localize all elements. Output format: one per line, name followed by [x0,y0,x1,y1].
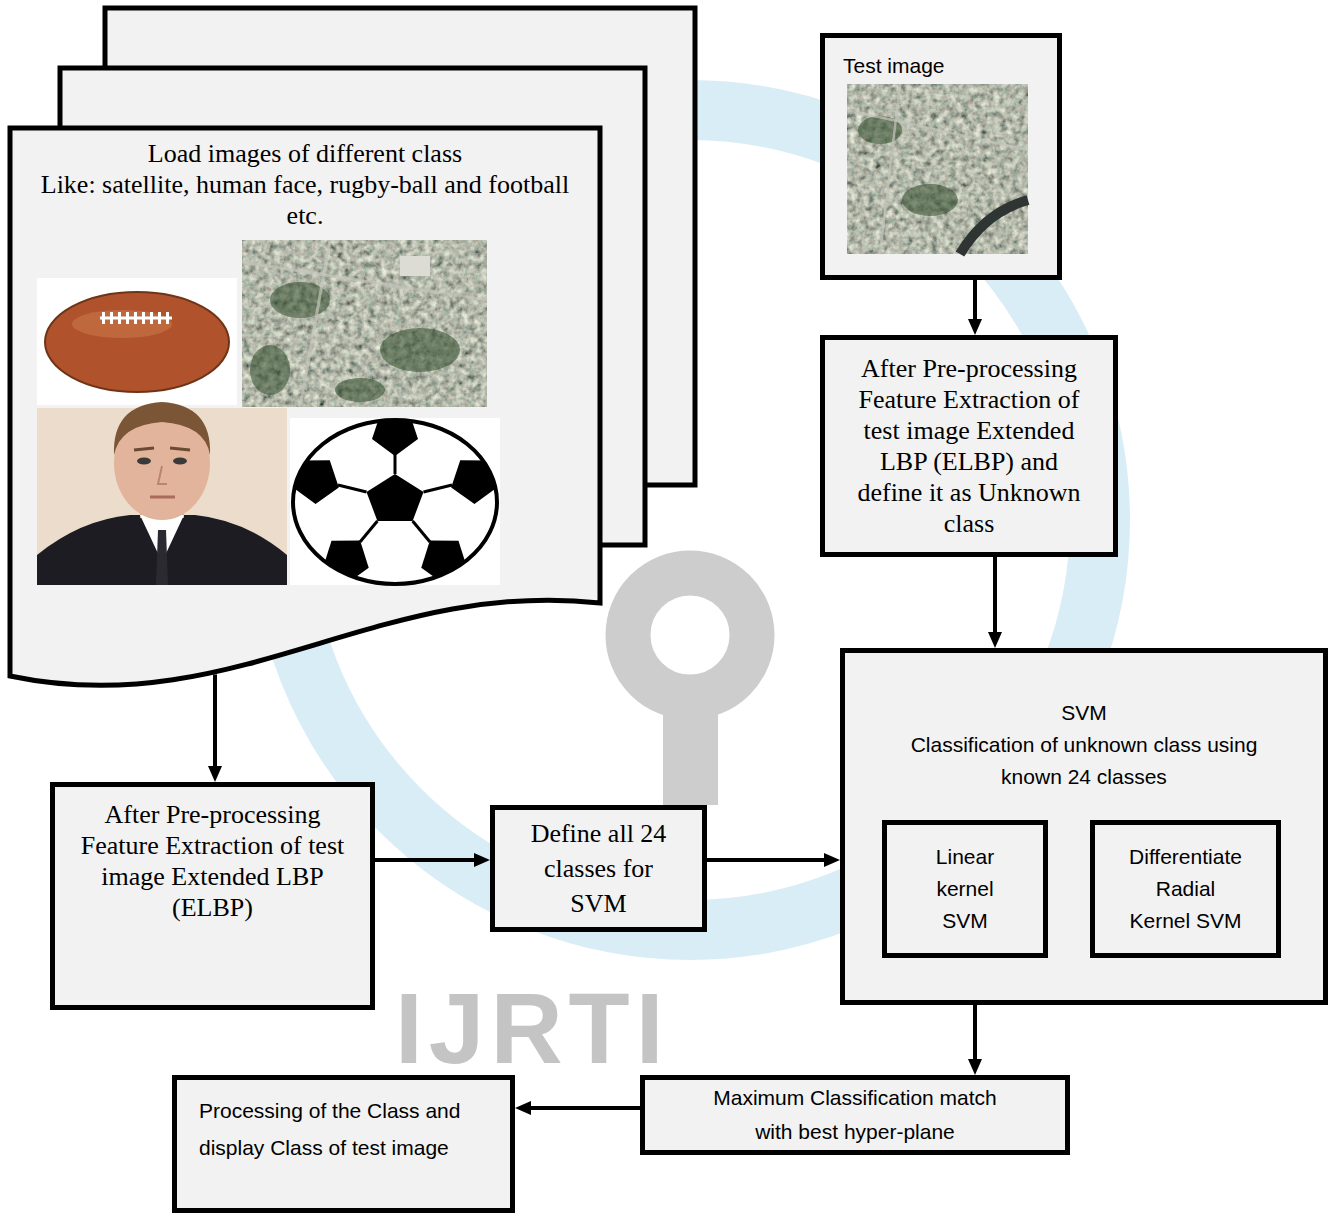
process-box: After Pre-processing Feature Extraction … [820,335,1118,557]
football-seam [424,485,453,492]
eye [137,458,151,465]
neck [140,488,184,518]
road [847,110,1028,150]
flow-arrow [973,1005,977,1065]
football-patches [290,412,500,590]
box-label: Load images of different class [33,138,578,169]
box-label: Define all 24 classes for SVM [519,816,679,921]
box-label: Maximum Classification match with best h… [700,1081,1010,1149]
football-patch [367,474,424,521]
classifier-box: SVMClassification of unknown class using… [840,648,1328,1005]
output-box: Processing of the Class and display Clas… [172,1075,515,1213]
kernel-box: Differentiate Radial Kernel SVM [1090,820,1281,958]
rugby-ball [45,292,229,392]
box-label: After Pre-processing Feature Extraction … [78,799,348,923]
document-shape [10,128,600,685]
football-patch [290,452,346,509]
vegetation [858,116,902,144]
process-box: After Pre-processing Feature Extraction … [50,782,375,1010]
football-seam [413,521,430,542]
vegetation [270,282,330,318]
football-seam [394,452,397,474]
flow-arrow [973,280,977,325]
road [242,262,487,300]
rugby-highlight [72,310,172,338]
flow-arrow [213,674,217,772]
shirt [140,515,184,562]
road [880,84,900,254]
football [293,420,497,584]
box-label: SVM [892,697,1277,729]
football-patch [372,412,418,456]
face [114,406,210,520]
watermark-text: IJRTI [395,978,669,1078]
vegetation [380,328,460,372]
eyebrow [170,448,190,450]
satellite-image [242,240,487,407]
eye [173,458,187,465]
football-patch [444,452,500,509]
picture-ground [290,418,500,585]
box-label: Test image [843,52,1043,80]
box-label: Like: satellite, human face, rugby-ball … [33,169,578,231]
rugby-lace [100,317,172,320]
road [300,240,330,407]
box-label: Classification of unknown class using kn… [892,729,1277,793]
football-patch [411,527,474,590]
box-label: Linear kernel SVM [915,841,1015,937]
flow-arrow [375,858,480,862]
flow-arrow [707,858,830,862]
rugby-lace-ticks [102,312,170,324]
process-box: Maximum Classification match with best h… [640,1075,1070,1155]
nose [158,466,167,484]
vegetation [902,184,958,216]
label-holder: IJRTI [395,978,669,1078]
kernel-box: Linear kernel SVM [882,820,1048,958]
vegetation [335,378,385,402]
test-image-box: Test image [820,33,1062,280]
football-seam [360,521,377,542]
box-label: Differentiate Radial Kernel SVM [1127,841,1245,937]
football-patch [316,527,379,590]
flow-arrow [525,1106,640,1110]
box-label: Processing of the Class and display Clas… [199,1092,487,1166]
hair [114,402,210,455]
box-label: After Pre-processing Feature Extraction … [847,353,1092,539]
picture-ground [37,278,237,405]
picture-ground [37,408,287,585]
river [960,200,1028,254]
logo-pin-stem [663,700,718,805]
test-satellite-image [847,84,1028,254]
flow-arrow [993,557,997,638]
suit [37,515,287,585]
building [400,256,430,276]
football-outline [293,420,497,584]
eyebrow [134,448,154,450]
vegetation [250,345,290,395]
document-stack-box: Load images of different classLike: sate… [10,128,600,698]
football-seam [338,485,367,492]
mouth [150,496,175,499]
logo-pin-head [628,573,752,697]
tie [156,530,168,585]
process-box: Define all 24 classes for SVM [490,805,707,932]
